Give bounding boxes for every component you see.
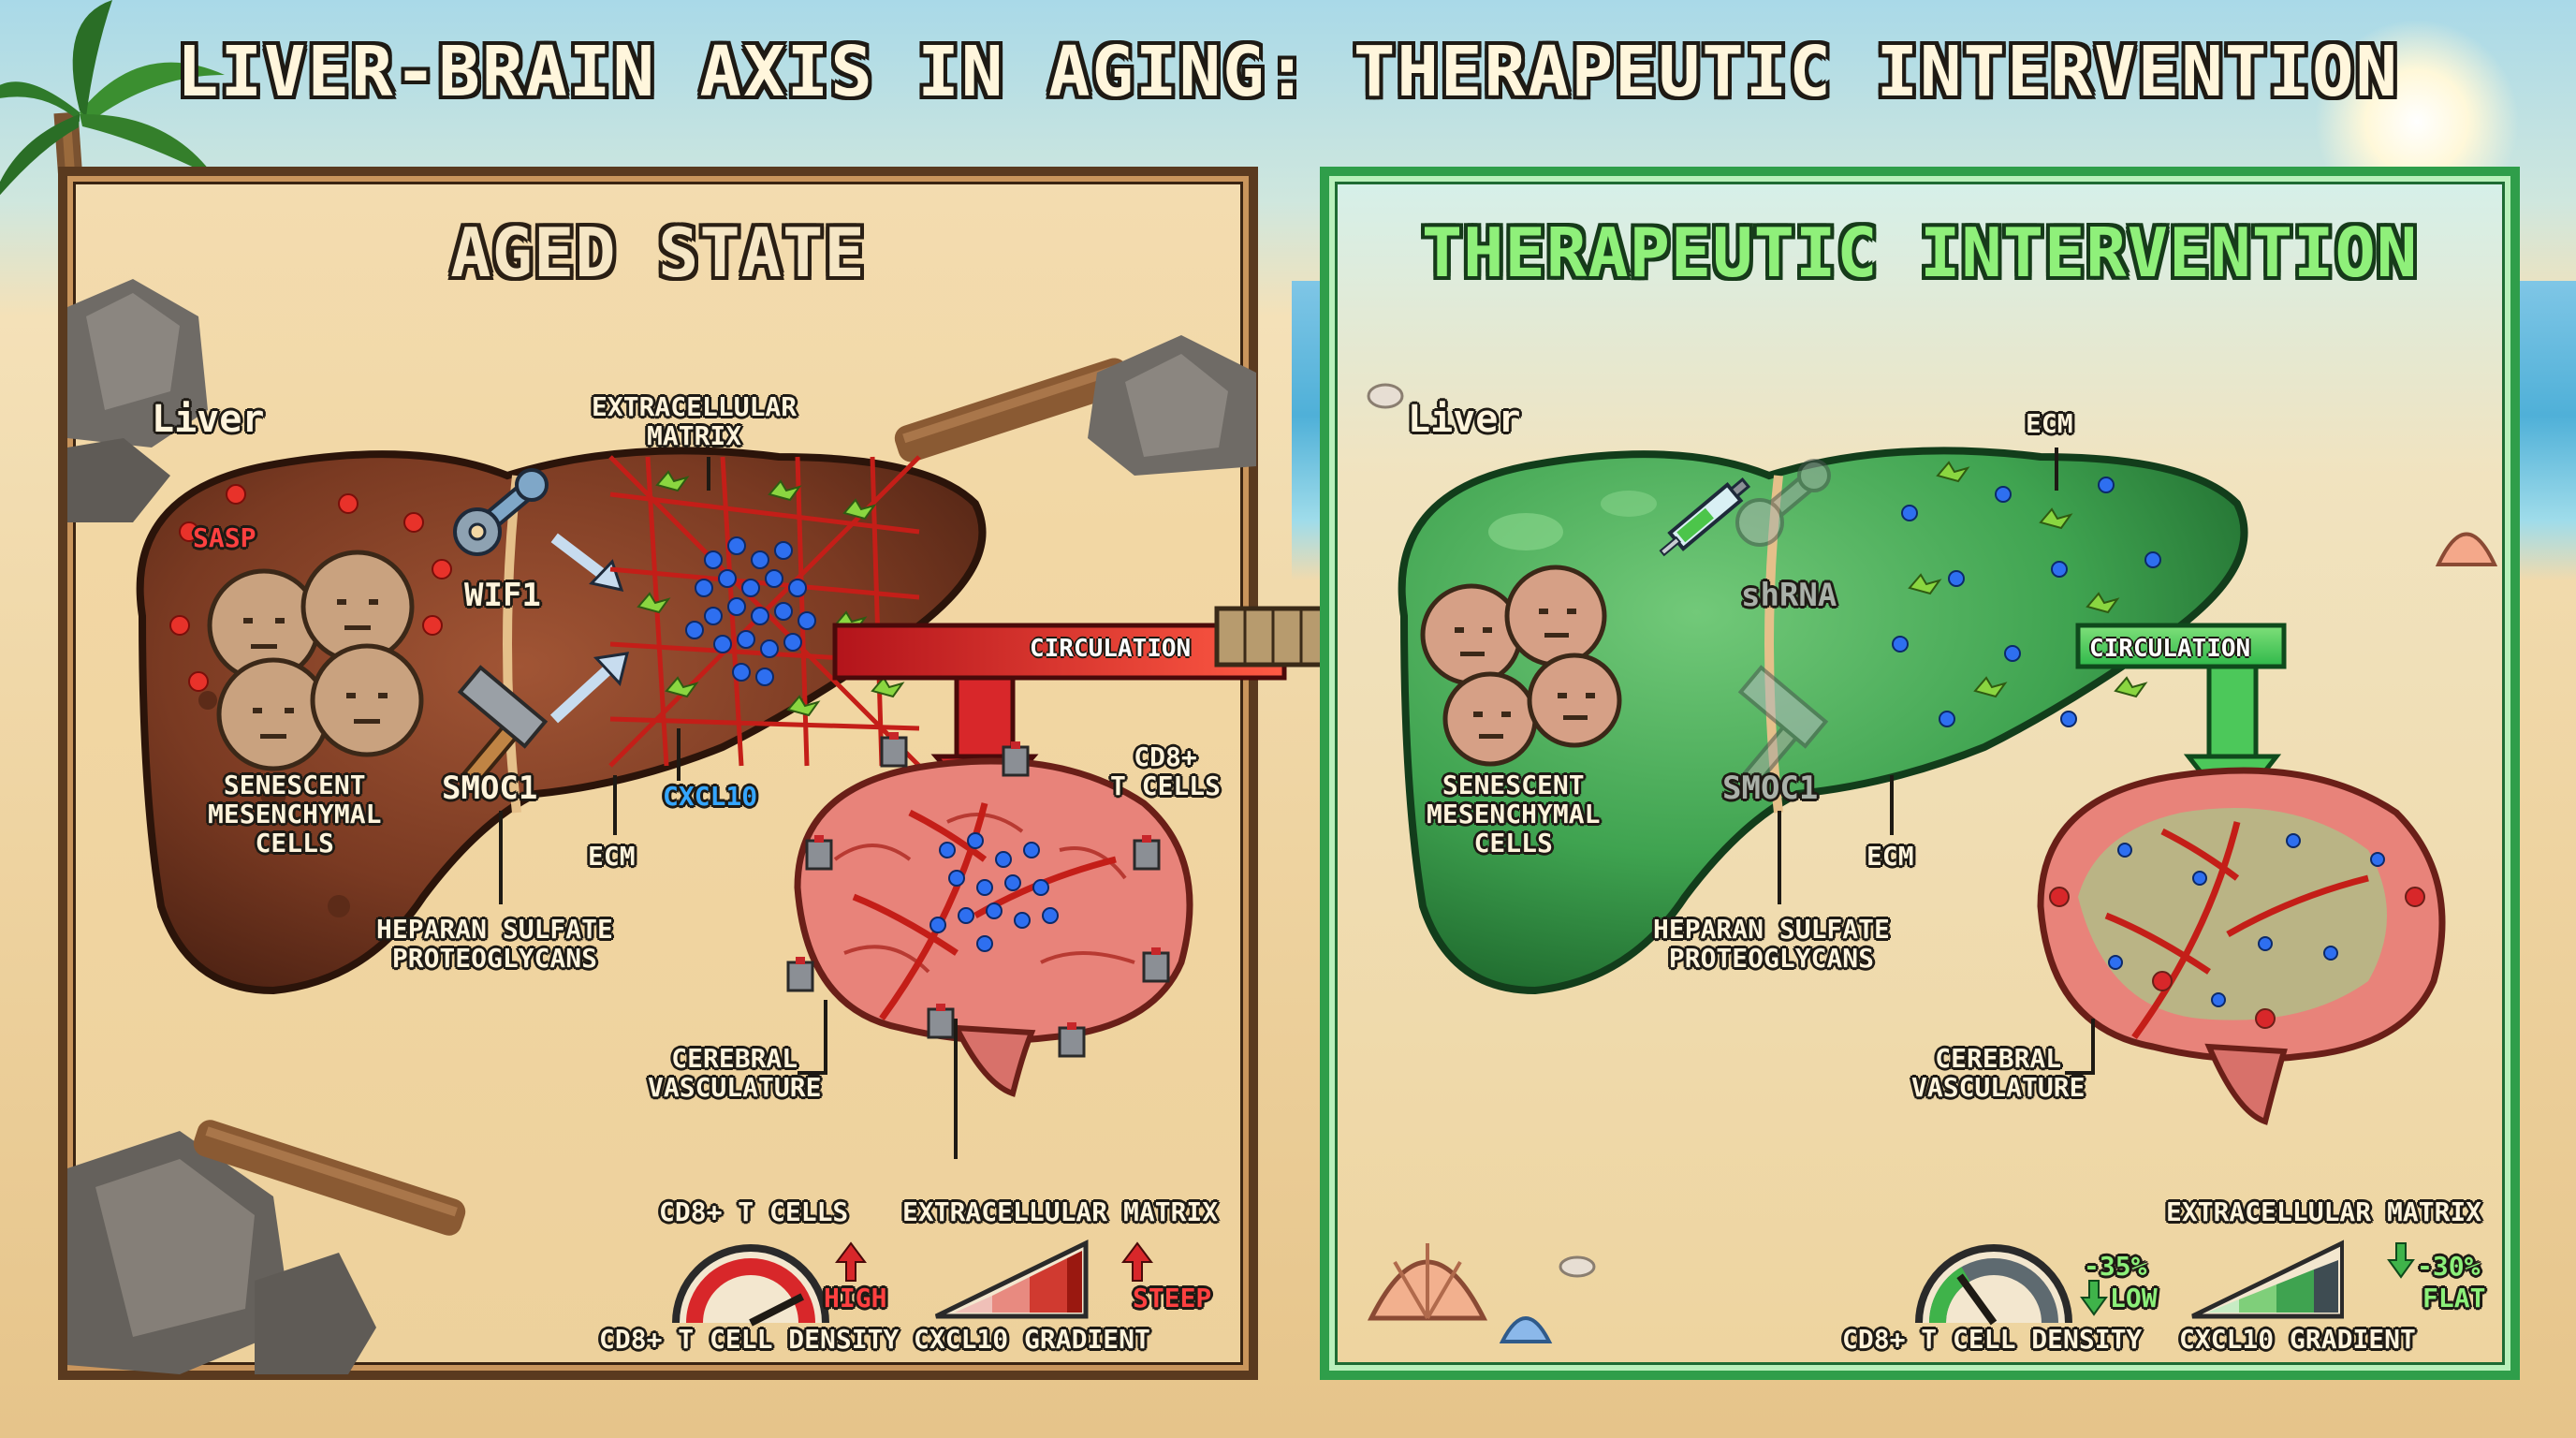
shell-icon-top	[1367, 383, 1404, 409]
liver-label-treated: Liver	[1408, 398, 1521, 441]
gradient-change-treated: -30%	[2417, 1251, 2481, 1282]
cd8-top-line-1: CD8+	[1134, 741, 1197, 772]
cxcl10-gradient-bar-aged	[934, 1240, 1089, 1319]
gauge-status-aged: HIGH	[824, 1283, 887, 1313]
cerebral-label-aged: CEREBRAL VASCULATURE	[648, 1043, 822, 1103]
hspg-label-aged: HEPARAN SULFATE PROTEOGLYCANS	[376, 914, 613, 974]
shrna-wrench-gear-icon	[1735, 459, 1831, 547]
gauge-label-treated: CD8+ T CELL DENSITY	[1842, 1324, 2143, 1355]
hspg-line-1: HEPARAN SULFATE	[376, 914, 613, 945]
wif1-label: WIF1	[464, 577, 541, 614]
gauge-change-treated: -35%	[2084, 1251, 2147, 1282]
cerebral-line-2: VASCULATURE	[648, 1071, 822, 1103]
cd8-density-gauge-aged	[672, 1244, 829, 1327]
circulation-label-aged: CIRCULATION	[1030, 635, 1192, 663]
smoc1-hammer-faded-icon	[1737, 665, 1829, 791]
ecm-bottom-leader-line-aged	[954, 1019, 958, 1159]
cxcl10-gradient-bar-treated	[2191, 1240, 2345, 1319]
driftwood-bottom	[193, 1120, 466, 1236]
hspg-label-treated: HEPARAN SULFATE PROTEOGLYCANS	[1653, 914, 1890, 974]
ecm-sparse-treated	[1892, 461, 2161, 727]
hspg-leader-line-treated	[1778, 811, 1781, 904]
gradient-label-treated: CXCL10 GRADIENT	[2179, 1324, 2416, 1355]
rocks-left	[67, 279, 208, 522]
senescent-treated-line-1: SENESCENT	[1442, 770, 1585, 800]
senescent-treated-line-2: MESENCHYMAL	[1427, 798, 1601, 829]
smoc1-arrow	[549, 652, 630, 724]
liver-label-aged: Liver	[152, 398, 265, 441]
aged-brain	[794, 757, 1193, 1097]
cerebral-line-1: CEREBRAL	[671, 1043, 798, 1074]
ecm-top-label-aged: EXTRACELLULAR MATRIX	[592, 391, 798, 451]
hspg-line-2: PROTEOGLYCANS	[391, 942, 598, 974]
ecm-leader-line-aged	[613, 775, 617, 835]
ecm-label-treated: ECM	[1866, 841, 1914, 872]
cerebral-leader-line-treated	[2065, 1019, 2095, 1075]
ecm-top-leader-line-aged	[707, 457, 710, 491]
ecm-top-label-treated: ECM	[2026, 408, 2073, 439]
main-title: LIVER-BRAIN AXIS IN AGING: THERAPEUTIC I…	[176, 32, 2400, 112]
therapeutic-heading: THERAPEUTIC INTERVENTION	[1421, 213, 2419, 292]
shell-icon-right	[2435, 532, 2498, 566]
cd8-density-gauge-treated	[1915, 1244, 2072, 1326]
down-arrow-flat-icon	[2387, 1242, 2415, 1279]
smoc1-hammer-icon	[457, 665, 549, 791]
smoc1-label-aged: SMOC1	[442, 770, 538, 807]
cxcl10-leader-line	[677, 728, 681, 781]
aged-state-panel: AGED STATE	[58, 167, 1287, 1380]
aged-state-heading: AGED STATE	[450, 213, 866, 292]
hspg-treated-line-1: HEPARAN SULFATE	[1653, 914, 1890, 945]
driftwood-top	[894, 358, 1132, 462]
smoc1-label-treated: SMOC1	[1722, 770, 1819, 807]
ecm-top-leader-line-treated	[2055, 448, 2058, 491]
shell-icon-blue	[1499, 1316, 1553, 1343]
gauge-status-treated: LOW	[2110, 1283, 2158, 1313]
cerebral-label-treated: CEREBRAL VASCULATURE	[1911, 1043, 2086, 1103]
treated-brain	[2037, 767, 2446, 1125]
gradient-status-treated: FLAT	[2422, 1283, 2486, 1313]
wif1-wrench-gear-icon	[453, 468, 549, 556]
senescent-treated-line-3: CELLS	[1473, 827, 1553, 858]
cd8-bottom-label-aged: CD8+ T CELLS	[659, 1196, 849, 1227]
senescent-line-1: SENESCENT	[223, 770, 366, 800]
shrna-label: shRNA	[1741, 577, 1837, 614]
syringe-icon	[1659, 477, 1751, 557]
up-arrow-steep-icon	[1121, 1241, 1153, 1282]
cerebral-treated-line-1: CEREBRAL	[1935, 1043, 2062, 1074]
ecm-label-aged: ECM	[588, 841, 636, 872]
senescent-cells-aged	[207, 550, 424, 771]
senescent-cells-treated	[1420, 565, 1622, 767]
pebble-icon	[1559, 1255, 1596, 1278]
gauge-label-aged: CD8+ T CELL DENSITY	[599, 1324, 900, 1355]
cerebral-leader-line-aged	[798, 1000, 827, 1075]
sasp-label: SASP	[193, 522, 256, 553]
ecm-top-line-1: EXTRACELLULAR	[592, 391, 798, 422]
circulation-label-treated: CIRCULATION	[2089, 635, 2251, 663]
up-arrow-high-icon	[835, 1241, 867, 1282]
senescent-line-3: CELLS	[255, 827, 334, 858]
cd8-top-label-aged: CD8+ T CELLS	[1110, 741, 1222, 801]
down-arrow-low-icon	[2080, 1280, 2108, 1316]
senescent-line-2: MESENCHYMAL	[208, 798, 382, 829]
rocks-bottom-left	[67, 1131, 376, 1374]
ecm-mesh-aged	[608, 455, 921, 768]
cerebral-treated-line-2: VASCULATURE	[1911, 1071, 2086, 1103]
gradient-label-aged: CXCL10 GRADIENT	[914, 1324, 1150, 1355]
shell-icon-bottom-left	[1367, 1243, 1488, 1321]
cd8-top-line-2: T CELLS	[1110, 770, 1222, 801]
ecm-leader-line-treated	[1890, 775, 1894, 835]
therapeutic-panel: THERAPEUTIC INTERVENTION	[1320, 167, 2520, 1380]
senescent-label-aged: SENESCENT MESENCHYMAL CELLS	[208, 770, 382, 858]
cxcl10-label: CXCL10	[663, 781, 758, 812]
gradient-status-aged: STEEP	[1133, 1283, 1212, 1313]
ecm-top-line-2: MATRIX	[647, 419, 742, 451]
cd8-t-cell-knights	[786, 732, 1170, 1058]
senescent-label-treated: SENESCENT MESENCHYMAL CELLS	[1427, 770, 1601, 858]
hspg-treated-line-2: PROTEOGLYCANS	[1668, 942, 1875, 974]
hspg-leader-line-aged	[499, 811, 503, 904]
rocks-right-top	[1088, 335, 1256, 476]
ecm-bottom-label-treated: EXTRACELLULAR MATRIX	[2166, 1196, 2482, 1227]
ecm-bottom-label-aged: EXTRACELLULAR MATRIX	[902, 1196, 1219, 1227]
